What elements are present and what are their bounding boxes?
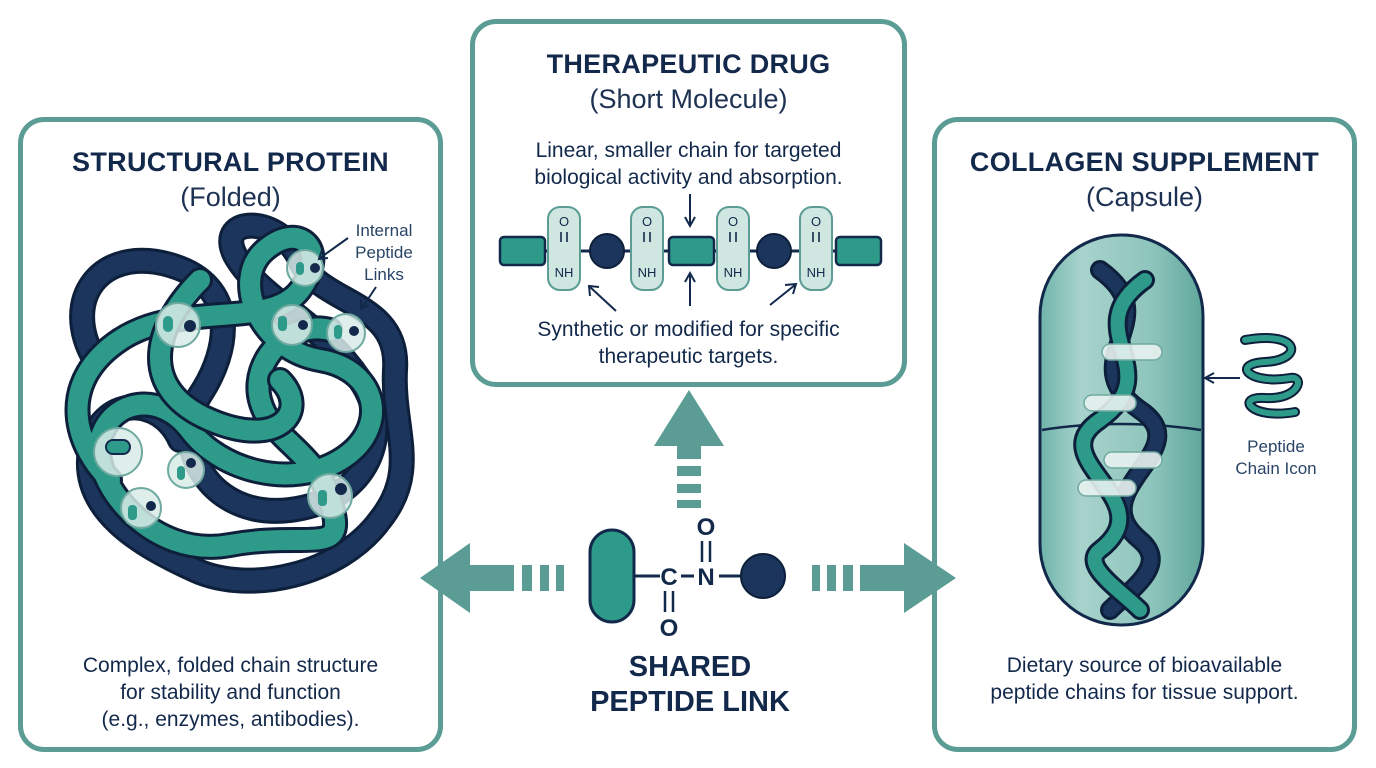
therapeutic-drug-description-bottom: Synthetic or modified for specific thera… (537, 318, 840, 368)
therapeutic-drug-title: THERAPEUTIC DRUG (546, 49, 831, 79)
structural-protein-subtitle: (Folded) (180, 182, 281, 212)
collagen-supplement-title: COLLAGEN SUPPLEMENT (969, 147, 1320, 177)
structural-protein-panel: STRUCTURAL PROTEIN (Folded) Internal Pep… (18, 117, 443, 752)
shared-peptide-link-title: SHARED PEPTIDE LINK (590, 651, 790, 718)
therapeutic-drug-panel: THERAPEUTIC DRUG (Short Molecule) Linear… (470, 19, 907, 387)
carbon-atom: C (660, 564, 677, 591)
structural-protein-title: STRUCTURAL PROTEIN (72, 147, 389, 177)
collagen-supplement-subtitle: (Capsule) (1085, 182, 1204, 212)
oxygen-atom-bottom: O (660, 615, 679, 642)
collagen-supplement-panel: COLLAGEN SUPPLEMENT (Capsule) Peptide Ch… (932, 117, 1357, 752)
therapeutic-drug-description-top: Linear, smaller chain for targeted biolo… (534, 139, 843, 189)
therapeutic-drug-subtitle: (Short Molecule) (589, 84, 788, 114)
oxygen-atom-top: O (697, 514, 716, 541)
peptide-chain-icon-label: Peptide Chain Icon (1235, 437, 1317, 478)
amino-group-residue (740, 553, 786, 599)
collagen-supplement-description: Dietary source of bioavailable peptide c… (990, 654, 1299, 704)
arrow-up (654, 390, 724, 508)
internal-peptide-links-label: Internal Peptide Links (355, 221, 413, 284)
side-chain-residue (588, 528, 636, 624)
structural-protein-description: Complex, folded chain structure for stab… (82, 654, 379, 731)
nitrogen-atom: N (697, 564, 714, 591)
